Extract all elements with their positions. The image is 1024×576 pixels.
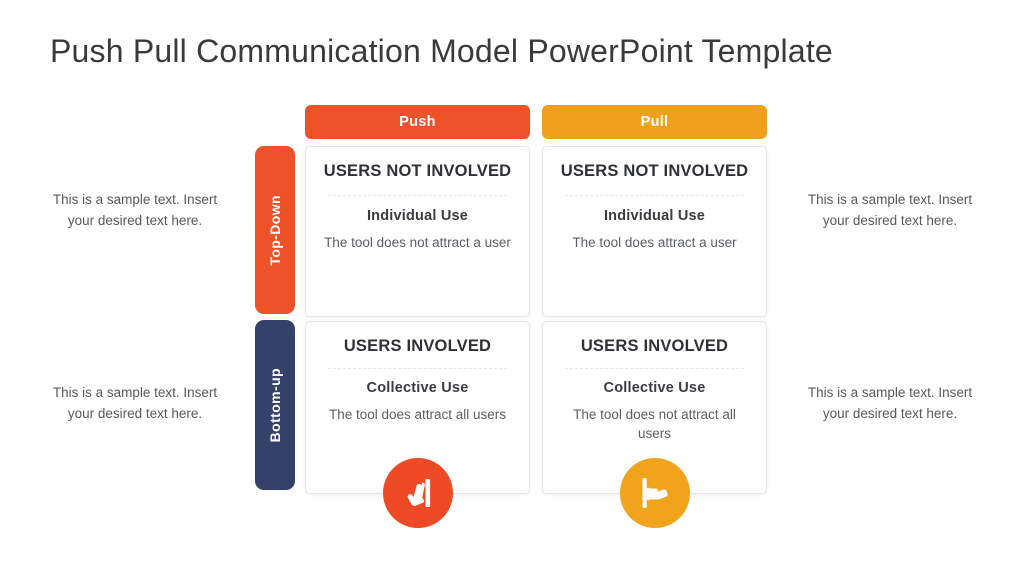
card-divider: [328, 195, 507, 197]
push-pull-matrix: Push Pull Top-Down Bottom-up USERS NOT I…: [255, 105, 767, 528]
card-push-top-down[interactable]: USERS NOT INVOLVED Individual Use The to…: [305, 146, 530, 317]
side-text-right-top: This is a sample text. Insert your desir…: [807, 192, 973, 228]
card-subtitle: Collective Use: [603, 380, 706, 397]
row-label-bottom-up-text: Bottom-up: [267, 367, 283, 443]
card-description: The tool does attract a user: [572, 235, 737, 251]
card-description: The tool does not attract a user: [324, 235, 511, 251]
card-divider: [328, 368, 507, 370]
column-header-pull-label: Pull: [640, 114, 669, 130]
card-description: The tool does not attract all users: [573, 407, 736, 442]
row-label-bottom-up[interactable]: Bottom-up: [255, 320, 295, 490]
card-divider: [565, 368, 744, 370]
column-headers: Push Pull: [305, 105, 767, 139]
row-label-top-down-text: Top-Down: [267, 194, 283, 266]
hand-push-icon: [382, 458, 453, 528]
page-title: Push Pull Communication Model PowerPoint…: [50, 33, 833, 69]
card-pull-top-down[interactable]: USERS NOT INVOLVED Individual Use The to…: [542, 146, 767, 317]
row-label-top-down[interactable]: Top-Down: [255, 146, 295, 314]
card-heading: USERS NOT INVOLVED: [323, 162, 512, 180]
card-heading: USERS INVOLVED: [343, 337, 492, 355]
column-header-pull[interactable]: Pull: [542, 105, 767, 139]
matrix-row-top-down: USERS NOT INVOLVED Individual Use The to…: [305, 146, 767, 317]
card-heading: USERS NOT INVOLVED: [560, 162, 749, 180]
card-subtitle: Individual Use: [366, 208, 469, 225]
card-push-bottom-up[interactable]: USERS INVOLVED Collective Use The tool d…: [305, 321, 530, 528]
card-subtitle: Individual Use: [603, 208, 706, 225]
hand-pull-icon: [619, 458, 690, 528]
card-description: The tool does attract all users: [328, 407, 507, 423]
card-divider: [565, 195, 744, 197]
card-heading: USERS INVOLVED: [580, 337, 729, 355]
side-text-left-bottom: This is a sample text. Insert your desir…: [52, 385, 218, 421]
column-header-push-label: Push: [399, 114, 436, 130]
side-text-right-bottom: This is a sample text. Insert your desir…: [807, 385, 973, 421]
matrix-row-bottom-up: USERS INVOLVED Collective Use The tool d…: [305, 321, 767, 528]
card-pull-bottom-up[interactable]: USERS INVOLVED Collective Use The tool d…: [542, 321, 767, 528]
card-subtitle: Collective Use: [366, 380, 469, 397]
side-text-left-top: This is a sample text. Insert your desir…: [52, 192, 218, 228]
column-header-push[interactable]: Push: [305, 105, 530, 139]
